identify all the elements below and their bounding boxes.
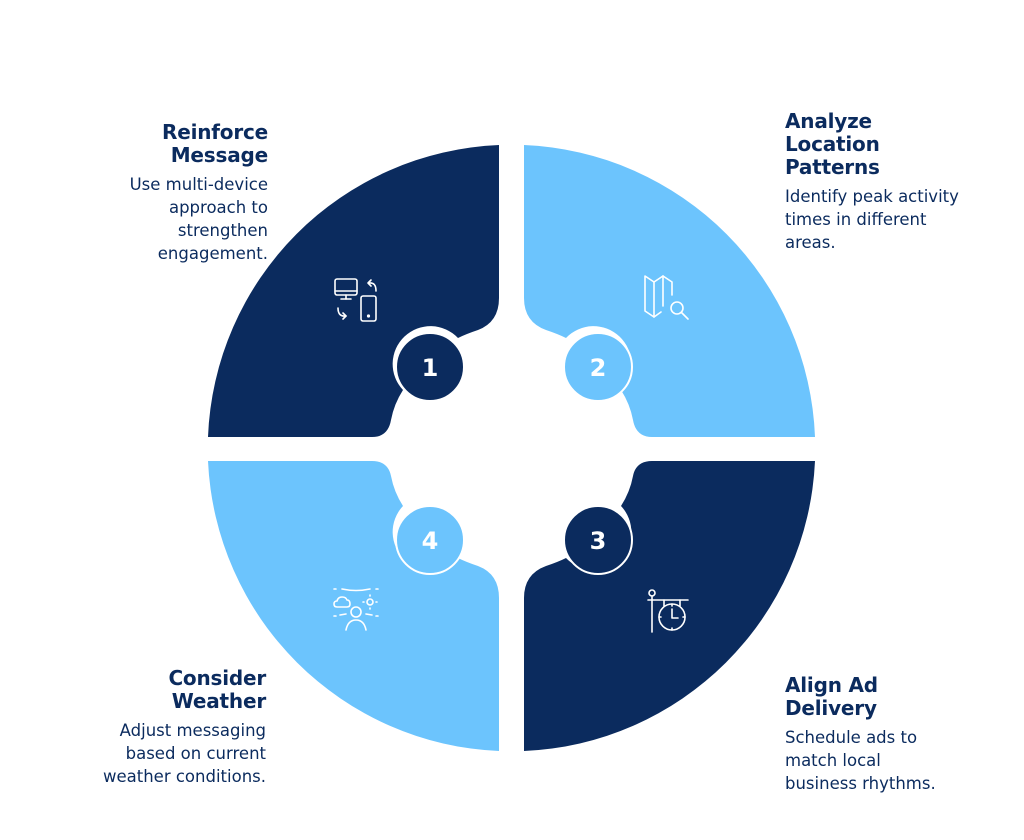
step-4-desc-line: based on current xyxy=(125,744,266,763)
quadrant-3 xyxy=(524,461,815,751)
step-4-label: Consider Weather Adjust messaging based … xyxy=(26,667,266,788)
step-3-title-line: Align Ad xyxy=(785,673,878,697)
step-4-desc-line: Adjust messaging xyxy=(119,721,266,740)
step-1-desc-line: strengthen xyxy=(177,221,268,240)
step-3-desc-line: match local xyxy=(785,751,881,770)
step-3-description: Schedule ads to match local business rhy… xyxy=(785,726,1015,795)
map-search-icon xyxy=(644,275,689,320)
step-1-title-line: Message xyxy=(170,143,268,167)
step-2-desc-line: areas. xyxy=(785,233,836,252)
hanging-clock-icon xyxy=(647,589,689,633)
step-2-label: Analyze Location Patterns Identify peak … xyxy=(785,110,1015,254)
step-4-title-line: Weather xyxy=(171,689,266,713)
step-4-title-line: Consider xyxy=(168,666,266,690)
step-3-desc-line: business rhythms. xyxy=(785,774,936,793)
step-2-title-line: Analyze xyxy=(785,109,872,133)
step-1-label: Reinforce Message Use multi-device appro… xyxy=(48,121,269,265)
step-2-desc-line: Identify peak activity xyxy=(785,187,959,206)
step-3-number: 3 xyxy=(590,527,607,555)
devices-sync-icon xyxy=(334,278,377,322)
step-2-desc-line: times in different xyxy=(785,210,927,229)
person-weather-icon xyxy=(333,588,379,631)
step-1-desc-line: approach to xyxy=(168,198,268,217)
step-1-desc-line: Use multi-device xyxy=(129,175,268,194)
step-3-desc-line: Schedule ads to xyxy=(785,728,918,747)
step-1-desc-line: engagement. xyxy=(157,244,268,263)
step-2-badge: 2 xyxy=(563,332,633,402)
step-4-badge: 4 xyxy=(395,505,465,575)
quadrant-4 xyxy=(208,461,499,751)
step-1-number: 1 xyxy=(422,354,439,382)
step-3-label: Align Ad Delivery Schedule ads to match … xyxy=(785,674,1015,795)
step-3-title-line: Delivery xyxy=(785,696,877,720)
step-2-description: Identify peak activity times in differen… xyxy=(785,185,1015,254)
step-4-number: 4 xyxy=(422,527,439,555)
step-2-number: 2 xyxy=(590,354,607,382)
quadrant-2 xyxy=(524,145,815,437)
step-1-title-line: Reinforce xyxy=(162,120,268,144)
step-1-badge: 1 xyxy=(395,332,465,402)
step-1-title: Reinforce Message xyxy=(48,121,268,167)
step-2-title-line: Patterns xyxy=(785,155,880,179)
step-1-description: Use multi-device approach to strengthen … xyxy=(48,173,268,265)
step-4-desc-line: weather conditions. xyxy=(103,767,266,786)
step-2-title-line: Location xyxy=(785,132,880,156)
step-3-title: Align Ad Delivery xyxy=(785,674,1015,720)
step-4-title: Consider Weather xyxy=(26,667,266,713)
step-4-description: Adjust messaging based on current weathe… xyxy=(26,719,266,788)
step-3-badge: 3 xyxy=(563,505,633,575)
step-2-title: Analyze Location Patterns xyxy=(785,110,1015,179)
